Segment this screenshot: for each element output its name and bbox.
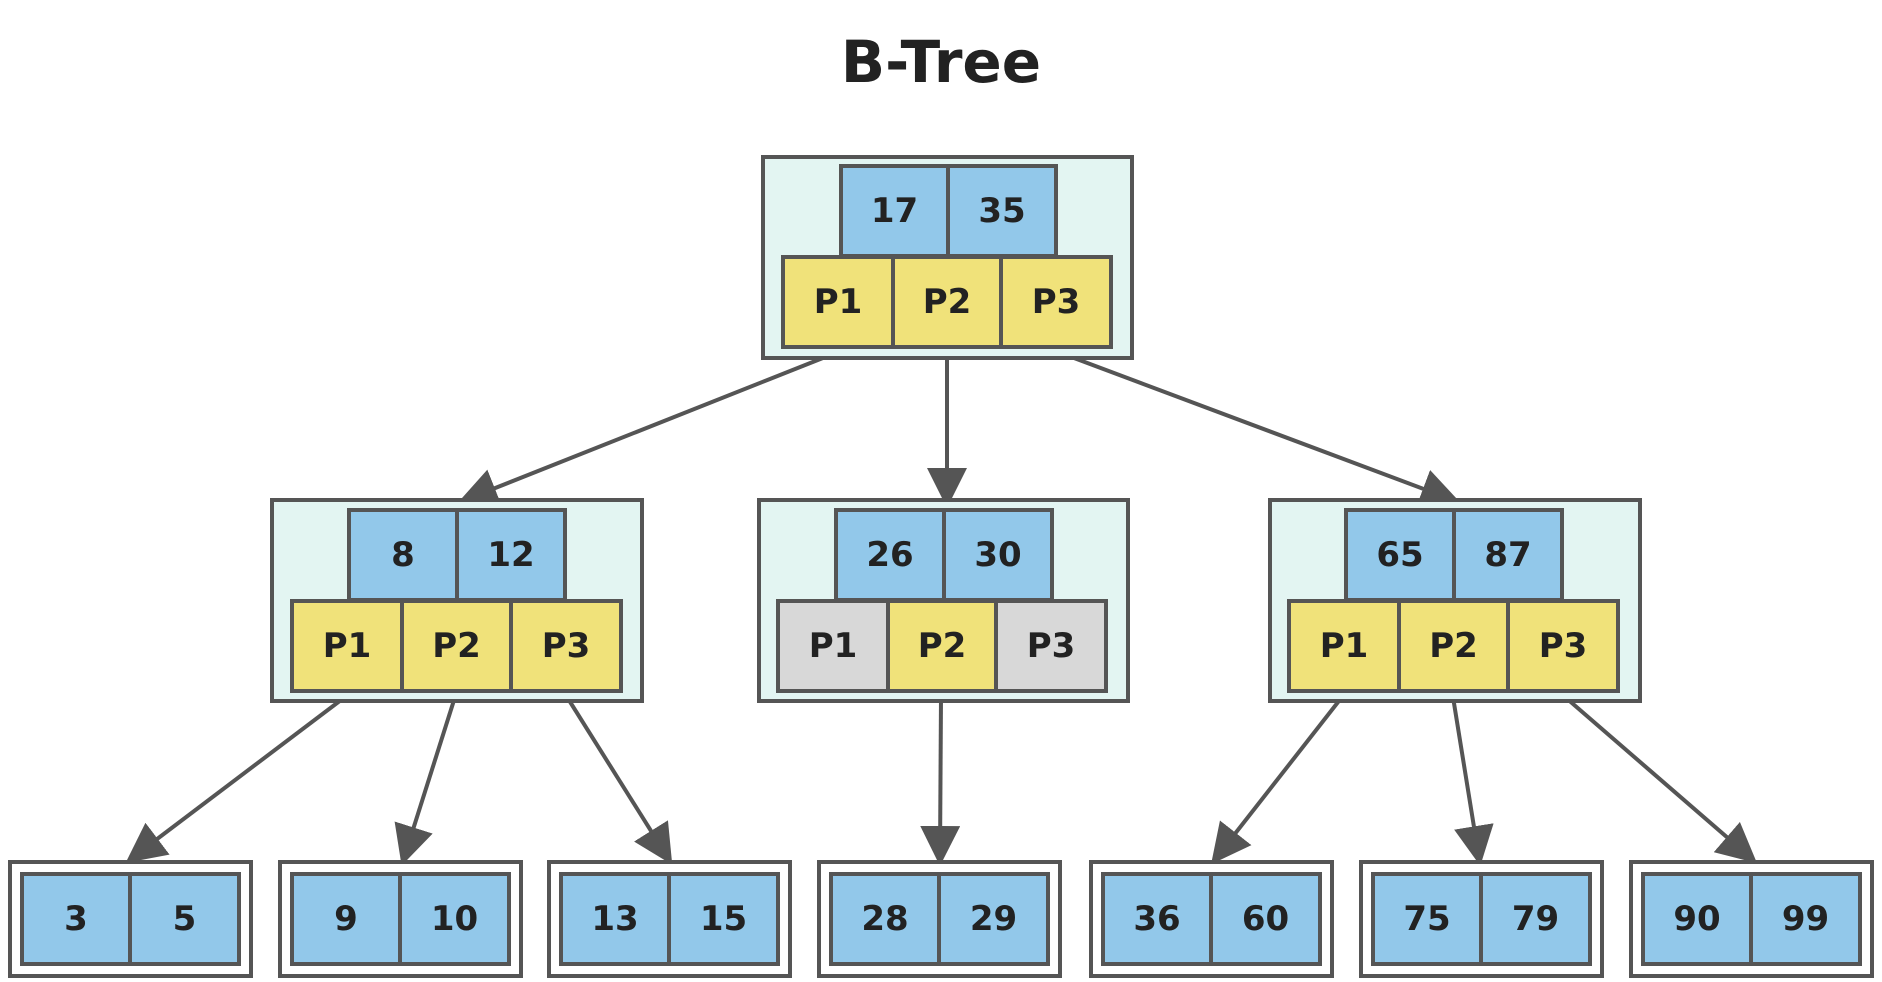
node-26-30-pointer-2: P2 — [886, 599, 998, 693]
root-pointer-2: P2 — [891, 255, 1003, 349]
edge-65-87-p3-to-leaf-90-99 — [1563, 695, 1758, 864]
node-26-30-key-1: 26 — [834, 508, 946, 602]
node-26-30-pointer-1: P1 — [776, 599, 890, 693]
node-8-12-pointer-1: P1 — [290, 599, 404, 693]
leaf-28-29-key-2: 29 — [937, 872, 1050, 966]
node-8-12-pointer-2: P2 — [400, 599, 513, 693]
root-key-1: 17 — [839, 164, 950, 258]
leaf-90-99-key-2: 99 — [1749, 872, 1862, 966]
root-pointer-1: P1 — [781, 255, 895, 349]
node-8-12-pointer-3: P3 — [509, 599, 623, 693]
edge-root-p3-to-node-65-87 — [1057, 350, 1461, 508]
edge-8-12-p3-to-leaf-13-15 — [565, 695, 673, 865]
node-65-87-pointer-3: P3 — [1506, 599, 1620, 693]
node-8-12-key-1: 8 — [347, 508, 459, 602]
leaf-13-15-key-2: 15 — [667, 872, 780, 966]
node-26-30-pointer-3: P3 — [994, 599, 1108, 693]
leaf-36-60-key-1: 36 — [1101, 872, 1213, 966]
leaf-13-15-key-1: 13 — [559, 872, 671, 966]
leaf-90-99-key-1: 90 — [1641, 872, 1753, 966]
leaf-9-10-key-2: 10 — [398, 872, 511, 966]
edge-8-12-p2-to-leaf-9-10 — [394, 696, 457, 866]
leaf-75-79-key-2: 79 — [1479, 872, 1592, 966]
leaf-75-79-key-1: 75 — [1371, 872, 1483, 966]
root-pointer-3: P3 — [999, 255, 1113, 349]
edge-65-87-p1-to-leaf-36-60 — [1211, 695, 1344, 865]
leaf-36-60-key-2: 60 — [1209, 872, 1322, 966]
node-26-30-key-2: 30 — [942, 508, 1054, 602]
node-8-12-key-2: 12 — [455, 508, 567, 602]
node-65-87-key-1: 65 — [1344, 508, 1456, 602]
node-65-87-pointer-2: P2 — [1397, 599, 1510, 693]
leaf-3-5-key-1: 3 — [20, 872, 132, 966]
edge-8-12-p1-to-leaf-3-5 — [125, 695, 347, 863]
edge-65-87-p2-to-leaf-75-79 — [1451, 696, 1494, 866]
root-key-2: 35 — [946, 164, 1058, 258]
node-65-87-key-2: 87 — [1452, 508, 1564, 602]
leaf-28-29-key-1: 28 — [829, 872, 941, 966]
edge-root-p1-to-node-8-12 — [457, 350, 839, 507]
leaf-9-10-key-1: 9 — [290, 872, 402, 966]
node-65-87-pointer-1: P1 — [1287, 599, 1401, 693]
diagram-title: B-Tree — [840, 28, 1042, 96]
leaf-3-5-key-2: 5 — [128, 872, 241, 966]
edge-26-30-p2-to-leaf-28-29 — [920, 696, 961, 866]
